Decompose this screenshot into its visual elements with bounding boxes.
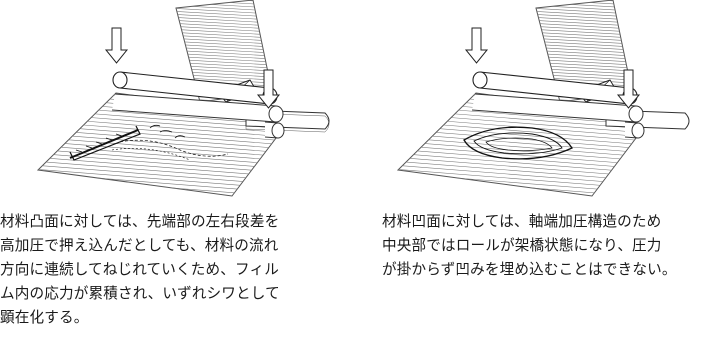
hatch-line	[536, 0, 632, 4]
hatch-line	[38, 183, 292, 196]
hatch-line	[38, 143, 292, 167]
caption-line: が掛からず凹みを埋め込むことはできない。	[382, 261, 677, 278]
hatch-line	[398, 139, 652, 163]
hatch-line	[398, 143, 652, 167]
caption-line: 顕在化する。	[0, 309, 89, 326]
pressure-arrow-icon	[256, 69, 281, 109]
hatch-line	[536, 60, 632, 70]
caption-line: 中央部ではロールが架橋状態になり、圧力	[382, 237, 662, 254]
caption-line: 材料凸面に対しては、先端部の左右段差を	[0, 213, 280, 230]
hatch-line	[398, 191, 652, 196]
convex-panel: 材料凸面に対しては、先端部の左右段差を 高加圧で押え込んだとしても、材料の流れ …	[0, 0, 340, 356]
hatch-line	[176, 0, 272, 4]
lower-roll	[471, 93, 645, 139]
convex-roll-illustration	[20, 0, 330, 205]
concave-dent	[463, 126, 573, 160]
hatch-line	[398, 187, 652, 196]
caption-line: 材料凹面に対しては、軸端加圧構造のため	[382, 213, 662, 230]
concave-roll-illustration	[380, 0, 690, 205]
hatch-line	[398, 195, 652, 196]
hatch-line	[20, 200, 300, 205]
pressure-arrow-icon	[464, 27, 489, 64]
hatch-line	[38, 147, 292, 171]
concave-caption: 材料凹面に対しては、軸端加圧構造のため 中央部ではロールが架橋状態になり、圧力 …	[382, 210, 677, 282]
convex-caption: 材料凸面に対しては、先端部の左右段差を 高加圧で押え込んだとしても、材料の流れ …	[0, 210, 280, 330]
caption-line: 高加圧で押え込んだとしても、材料の流れ	[0, 237, 279, 254]
hatch-line	[38, 195, 292, 196]
caption-line: ム内の応力が累積され、いずれシワとして	[0, 285, 280, 302]
hatch-line	[176, 60, 272, 70]
hatch-line	[20, 204, 300, 205]
pressure-arrow-icon	[616, 69, 641, 109]
pressure-arrow-icon	[104, 27, 129, 64]
hatch-line	[380, 200, 660, 205]
convex-deformation	[69, 124, 229, 161]
concave-panel: 材料凹面に対しては、軸端加圧構造のため 中央部ではロールが架橋状態になり、圧力 …	[372, 0, 723, 356]
caption-line: 方向に連続してねじれていくため、フィル	[0, 261, 279, 278]
lower-roll	[111, 93, 285, 139]
hatch-line	[38, 191, 292, 196]
hatch-line	[380, 204, 660, 205]
hatch-line	[38, 187, 292, 196]
hatch-line	[398, 183, 652, 196]
